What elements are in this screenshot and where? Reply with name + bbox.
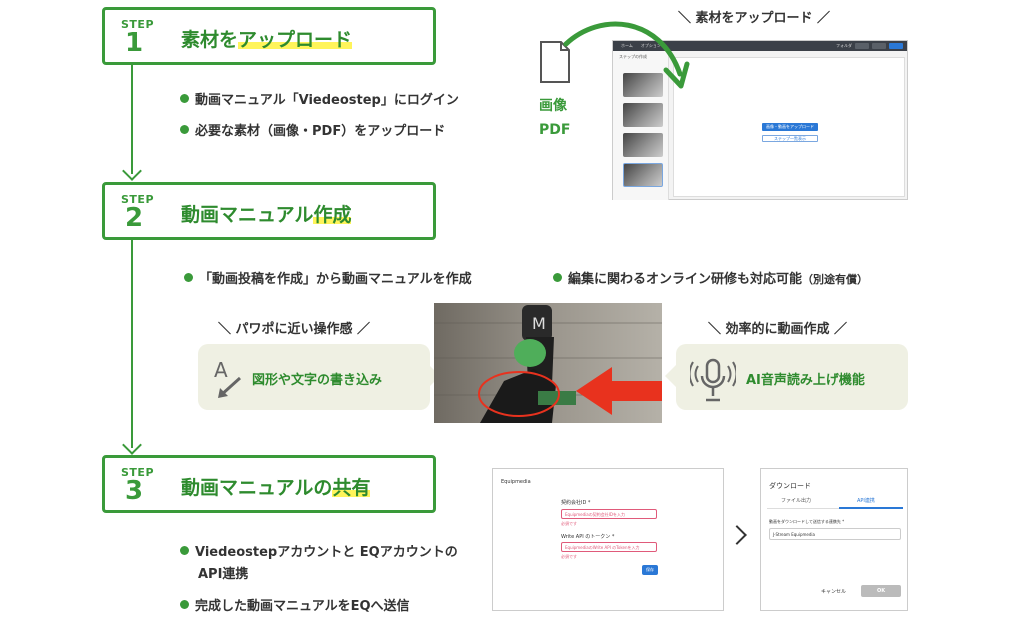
active-tab-indicator	[839, 507, 903, 509]
step-thumbnail[interactable]	[623, 73, 663, 97]
feature-bubble-drawing	[198, 344, 430, 410]
step-number: 2	[125, 203, 144, 233]
step2-bullet-1: 「動画投稿を作成」から動画マニュアルを作成	[184, 268, 472, 287]
step-thumbnail[interactable]	[623, 103, 663, 127]
ok-button[interactable]: OK	[861, 585, 901, 597]
step-thumbnail[interactable]	[623, 163, 663, 187]
field2-error: 必須です	[561, 554, 577, 559]
api-settings-modal: Equipmedia 契約会社ID * Equipmediaの契約会社IDを入力…	[492, 468, 724, 611]
step-3-box: STEP 3 動画マニュアルの共有	[102, 455, 436, 513]
modal-tabs: ファイル出力 API連携	[767, 495, 903, 509]
app-settings-button[interactable]	[855, 43, 869, 49]
app-tab-option[interactable]: オプション	[640, 43, 661, 48]
step-label: STEP	[121, 193, 155, 206]
sidebar-title: ステップの作成	[619, 54, 647, 59]
upload-caption: ＼ 素材をアップロード ／	[678, 11, 831, 26]
step1-bullet-1: 動画マニュアル「Viedeostep」にログイン	[180, 89, 459, 108]
destination-select[interactable]: J-Stream Equipmedia	[769, 528, 901, 540]
step-1-box: STEP 1 素材をアップロード	[102, 7, 436, 65]
bubble-tail-right	[665, 364, 677, 388]
app-sidebar: ステップの作成	[613, 51, 669, 200]
select-label: 動画をダウンロードして送信する連携先 *	[769, 519, 845, 524]
step-label: STEP	[121, 18, 155, 31]
step1-bullet-2: 必要な素材（画像・PDF）をアップロード	[180, 120, 445, 139]
save-button[interactable]: 保存	[642, 565, 658, 575]
microphone-icon	[690, 358, 736, 402]
step-label: STEP	[121, 466, 155, 479]
app-toolbar: ホーム オプション フォルダ	[613, 41, 907, 51]
field2-label: Write API のトークン *	[561, 534, 615, 540]
flow-arrow-1	[122, 161, 142, 181]
svg-text:M: M	[532, 314, 546, 333]
media-label-pdf: PDF	[539, 122, 571, 138]
media-label-image: 画像	[539, 98, 567, 114]
step-2-box: STEP 2 動画マニュアル作成	[102, 182, 436, 240]
tab-api-link[interactable]: API連携	[857, 498, 875, 504]
left-caption: ＼ パワポに近い操作感 ／	[218, 322, 371, 337]
api-token-input[interactable]: EquipmediaのWrite API のTokenを入力	[561, 542, 657, 552]
app-folder-button[interactable]: フォルダ	[836, 43, 852, 48]
modal-title: Equipmedia	[501, 479, 531, 485]
drawing-feature-label: 図形や文字の書き込み	[252, 373, 383, 388]
download-modal: ダウンロード ファイル出力 API連携 動画をダウンロードして送信する連携先 *…	[760, 468, 908, 611]
upload-arrow	[563, 21, 690, 89]
step2-bullet-2: 編集に関わるオンライン研修も対応可能（別途有償）	[553, 268, 868, 287]
upload-media-button[interactable]: 画像・動画をアップロード	[762, 123, 818, 131]
step3-bullet-1: Viedeostepアカウントと EQアカウントの	[180, 541, 458, 560]
flow-arrow-2	[122, 435, 142, 455]
app-draft-button[interactable]	[872, 43, 886, 49]
app-publish-button[interactable]	[889, 43, 903, 49]
document-icon	[540, 41, 570, 83]
flow-line-1	[131, 64, 133, 174]
modal-title: ダウンロード	[769, 482, 811, 490]
step-title: 素材をアップロード	[181, 29, 353, 51]
chevron-right-icon	[727, 525, 747, 545]
tab-file-output[interactable]: ファイル出力	[781, 498, 812, 504]
step-list-button[interactable]: ステップ一覧表示	[762, 135, 818, 142]
step-title: 動画マニュアルの共有	[181, 477, 371, 499]
app-screenshot: ホーム オプション フォルダ ステップの作成 画像・動画をアップロード ステップ…	[612, 40, 908, 200]
step-title: 動画マニュアル作成	[181, 204, 352, 226]
field1-error: 必須です	[561, 521, 577, 526]
demo-photo: M	[434, 303, 662, 423]
app-tab-home[interactable]: ホーム	[621, 43, 633, 48]
app-main-panel: 画像・動画をアップロード ステップ一覧表示	[673, 57, 905, 197]
step-number: 3	[125, 476, 144, 506]
right-caption: ＼ 効率的に動画作成 ／	[708, 322, 848, 337]
field1-label: 契約会社ID *	[561, 500, 591, 506]
step3-bullet-2: 完成した動画マニュアルをEQへ送信	[180, 595, 410, 614]
step-number: 1	[125, 28, 144, 58]
text-tool-icon: A	[212, 358, 246, 402]
flow-line-2	[131, 240, 133, 448]
cancel-button[interactable]: キャンセル	[821, 589, 847, 595]
step-thumbnail[interactable]	[623, 133, 663, 157]
voice-feature-label: AI音声読み上げ機能	[746, 373, 865, 388]
company-id-input[interactable]: Equipmediaの契約会社IDを入力	[561, 509, 657, 519]
step3-bullet-1-cont: API連携	[198, 567, 249, 582]
